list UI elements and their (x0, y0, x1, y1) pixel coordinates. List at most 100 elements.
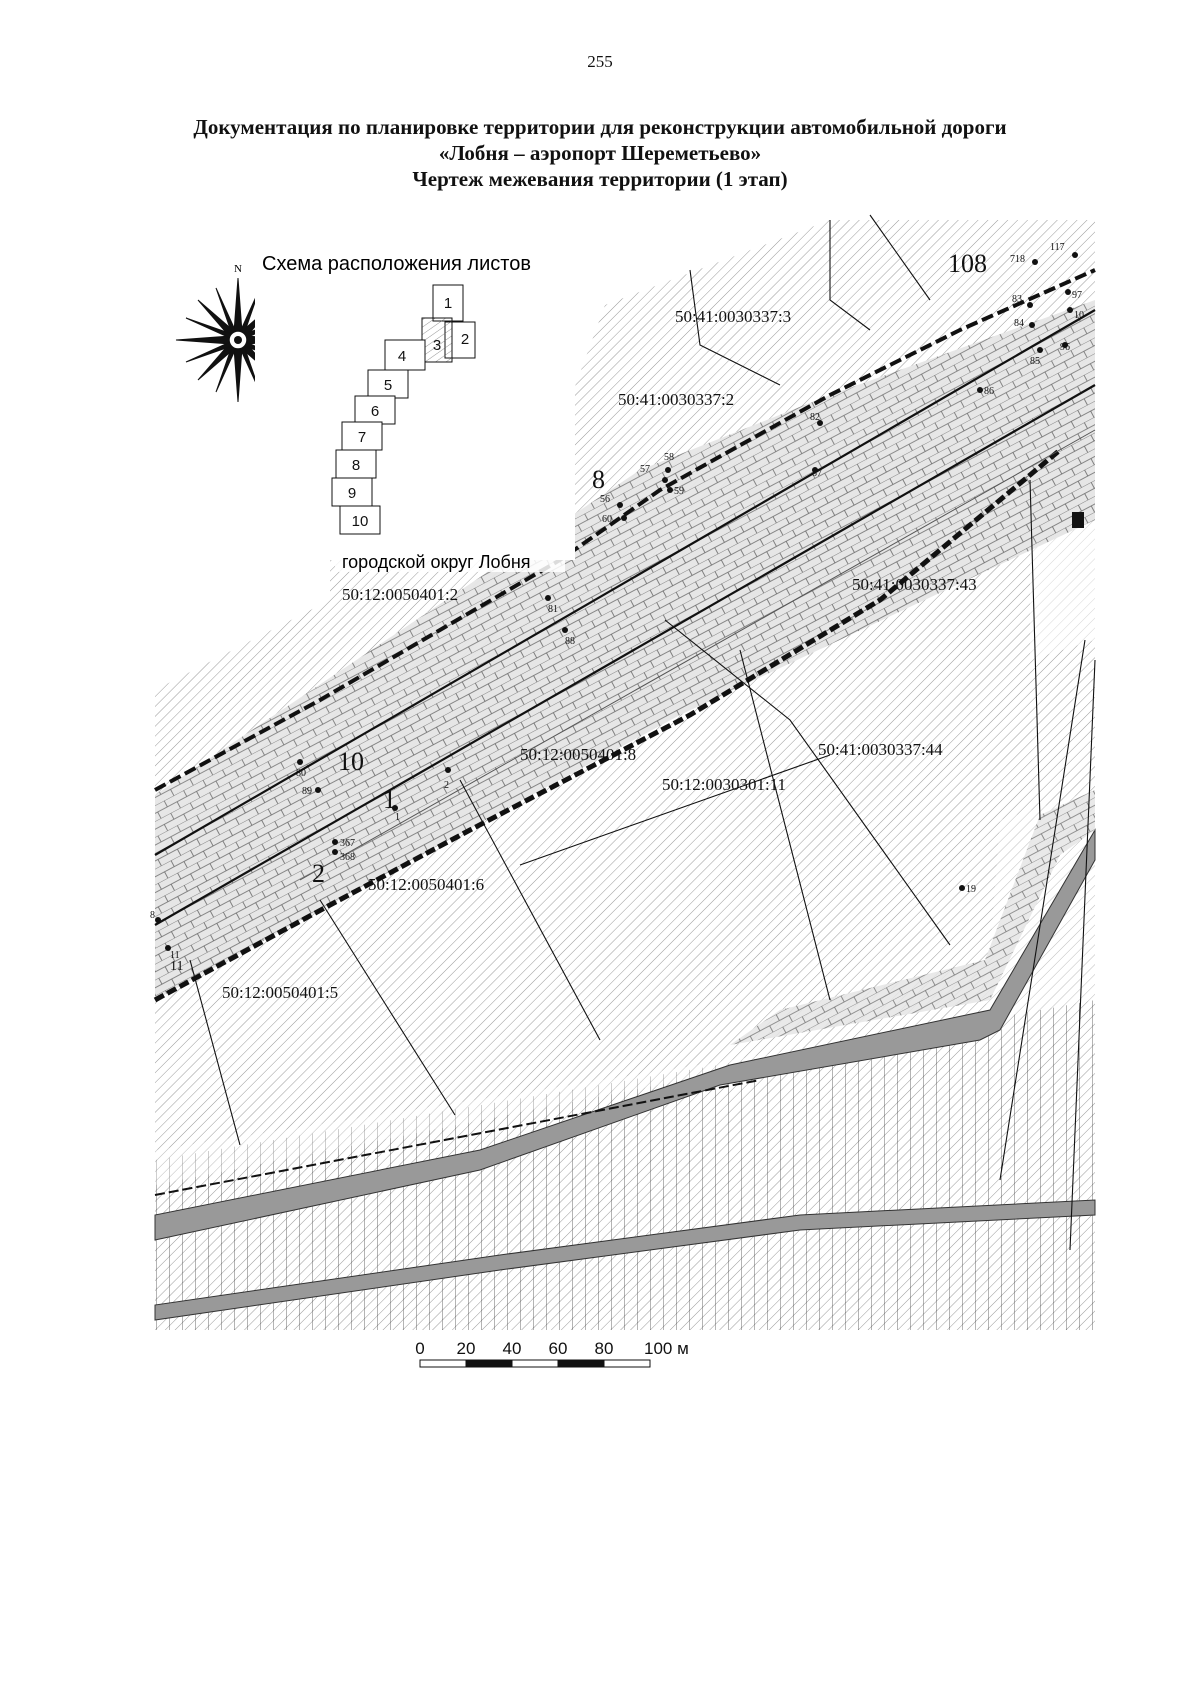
point-label: 718 (1010, 254, 1025, 265)
point-label: 11 (170, 950, 180, 961)
point-label: 88 (565, 636, 575, 647)
point-label: 367 (340, 838, 355, 849)
scale-tick-100: 100 м (644, 1339, 689, 1358)
point-label: 97 (1072, 290, 1082, 301)
point-marker (1062, 342, 1068, 348)
parcel-label-3: 50:12:0050401:2 (342, 585, 458, 604)
parcel-label-5: 50:41:0030337:44 (818, 740, 943, 759)
point-marker (315, 787, 321, 793)
point-label: 85 (1030, 356, 1040, 367)
point-label: 58 (664, 452, 674, 463)
point-label: 60 (602, 514, 612, 525)
zone-number-108: 108 (948, 249, 987, 278)
point-label: 80 (296, 768, 306, 779)
point-label: 82 (810, 412, 820, 423)
point-marker (1029, 322, 1035, 328)
point-marker (977, 387, 983, 393)
sheet-3: 3 (433, 337, 441, 354)
point-label: 87 (812, 468, 822, 479)
point-marker (665, 467, 671, 473)
sheet-scheme: Схема расположения листов 1 2 3 4 5 6 7 … (255, 240, 575, 560)
point-marker (1032, 259, 1038, 265)
point-marker (332, 849, 338, 855)
zone-number-2: 2 (312, 859, 325, 888)
title-line-1: Документация по планировке территории дл… (193, 115, 1007, 139)
scale-tick-40: 40 (503, 1339, 522, 1358)
lower-roads (154, 790, 1096, 1321)
point-marker (165, 945, 171, 951)
scale-tick-60: 60 (549, 1339, 568, 1358)
point-label: 57 (640, 464, 650, 475)
scale-bar: 0 20 40 60 80 100 м (415, 1339, 689, 1368)
scale-tick-20: 20 (457, 1339, 476, 1358)
zone-number-10: 10 (338, 747, 364, 776)
point-label: 89 (302, 786, 312, 797)
point-label: 2 (444, 780, 449, 791)
parcel-label-2: 50:41:0030337:2 (618, 390, 734, 409)
point-marker (545, 595, 551, 601)
zone-number-11: 11 (170, 959, 183, 974)
point-marker (1072, 252, 1078, 258)
point-marker (297, 759, 303, 765)
point-label: 96 (1060, 342, 1070, 353)
sheet-7: 7 (358, 429, 366, 446)
point-marker (959, 885, 965, 891)
point-label: 1 (395, 812, 400, 823)
point-marker (621, 515, 627, 521)
parcel-label-9: 50:12:0050401:5 (222, 983, 338, 1002)
point-marker (817, 420, 823, 426)
building-marker (1072, 512, 1084, 528)
point-label: 368 (340, 852, 355, 863)
point-label: 81 (548, 604, 558, 615)
point-marker (392, 805, 398, 811)
title-line-2: «Лобня – аэропорт Шереметьево» (438, 141, 762, 165)
point-label: 117 (1050, 242, 1065, 253)
sheet-9: 9 (348, 485, 356, 502)
point-marker (155, 917, 161, 923)
sheet-8: 8 (352, 457, 360, 474)
point-marker (562, 627, 568, 633)
sheet-2: 2 (461, 331, 469, 348)
sheet-scheme-title: Схема расположения листов (262, 253, 531, 275)
parcel-label-1: 50:41:0030337:3 (675, 307, 791, 326)
point-marker (662, 477, 668, 483)
point-marker (617, 502, 623, 508)
point-label: 19 (966, 884, 976, 895)
scale-tick-0: 0 (415, 1339, 424, 1358)
point-label: 86 (984, 386, 994, 397)
point-marker (1065, 289, 1071, 295)
point-label: 59 (674, 486, 684, 497)
point-label: 83 (1012, 294, 1022, 305)
boundary-points: 718 117 97 10 83 84 85 96 86 82 87 58 57… (150, 242, 1084, 961)
municipality-label: городской округ Лобня (342, 552, 531, 572)
parcel-label-7: 50:12:0030301:11 (662, 775, 786, 794)
sheet-4: 4 (398, 348, 406, 365)
sheet-6: 6 (371, 403, 379, 420)
sheet-5: 5 (384, 377, 392, 394)
point-label: 84 (1014, 318, 1024, 329)
sheet-1: 1 (444, 295, 452, 312)
north-label: N (234, 263, 242, 275)
point-marker (445, 767, 451, 773)
road-corridor (153, 268, 1096, 1003)
sheet-10: 10 (352, 513, 369, 530)
document-title: Документация по планировке территории дл… (0, 114, 1200, 192)
point-marker (812, 467, 818, 473)
point-marker (1027, 302, 1033, 308)
parcel-label-4: 50:41:0030337:43 (852, 575, 977, 594)
point-marker (1067, 307, 1073, 313)
parcel-label-6: 50:12:0050401:8 (520, 745, 636, 764)
point-label: 8 (150, 910, 155, 921)
zone-number-8: 8 (592, 465, 605, 494)
point-marker (332, 839, 338, 845)
parcel-label-8: 50:12:0050401:6 (368, 875, 484, 894)
title-line-3: Чертеж межевания территории (1 этап) (412, 167, 788, 191)
page-number: 255 (587, 52, 613, 71)
parcel-boundaries (189, 214, 1096, 1251)
point-label: 10 (1074, 310, 1084, 321)
point-marker (667, 487, 673, 493)
scale-tick-80: 80 (595, 1339, 614, 1358)
point-label: 56 (600, 494, 610, 505)
point-marker (1037, 347, 1043, 353)
